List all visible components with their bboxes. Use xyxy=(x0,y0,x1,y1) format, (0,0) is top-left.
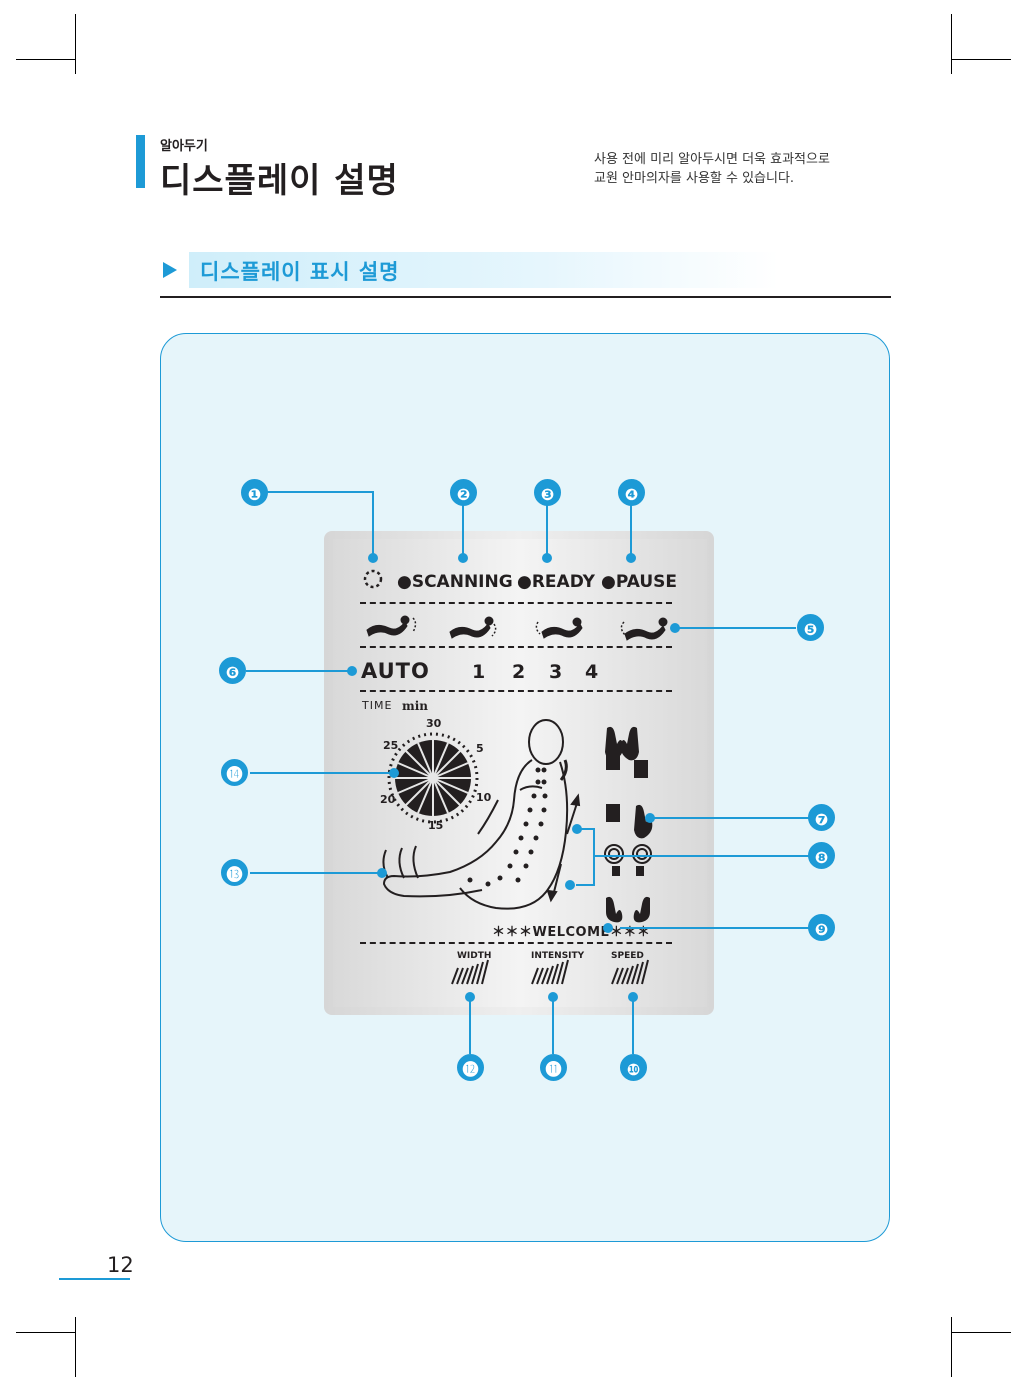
tapping-icon xyxy=(612,866,644,876)
dial-number: 5 xyxy=(476,742,484,755)
tapping-icon xyxy=(606,804,620,822)
roller-icon xyxy=(535,617,583,639)
lcd-separator xyxy=(360,942,672,944)
callout-4: ❹ xyxy=(618,479,645,506)
auto-label: AUTO xyxy=(361,659,430,683)
crop-mark xyxy=(951,14,952,74)
callout-14: ⓮ xyxy=(221,759,248,786)
intro-text: 사용 전에 미리 알아두시면 더욱 효과적으로 교원 안마의자를 사용할 수 있… xyxy=(594,150,894,188)
status-ready: ●READY xyxy=(517,572,595,592)
intro-line: 교원 안마의자를 사용할 수 있습니다. xyxy=(594,171,795,186)
dial-number: 20 xyxy=(380,793,396,806)
page-number: 12 xyxy=(107,1253,134,1277)
dial-number: 25 xyxy=(383,739,399,752)
status-scanning: ●SCANNING xyxy=(397,572,513,592)
speed-label: SPEED xyxy=(611,951,644,961)
callout-dots xyxy=(347,553,680,1002)
section-title: 디스플레이 표시 설명 xyxy=(200,260,400,284)
speed-bar-icon xyxy=(611,959,649,985)
status-pause: ●PAUSE xyxy=(601,572,678,592)
hand-icon xyxy=(606,896,650,923)
lcd-separator xyxy=(360,690,672,692)
hand-squeeze-icon xyxy=(634,804,653,839)
callout-10: ❿ xyxy=(620,1054,647,1081)
section-rule xyxy=(160,296,891,298)
header-accent-bar xyxy=(136,135,145,188)
roller-icon xyxy=(449,616,497,639)
roller-icon xyxy=(620,617,668,641)
dial-number: 30 xyxy=(426,717,442,730)
section-band xyxy=(189,252,779,288)
callout-9: ❾ xyxy=(808,914,835,941)
down-arrow-icon xyxy=(546,863,562,903)
body-pressure-dots-icon xyxy=(467,767,548,887)
time-unit: min xyxy=(402,699,428,713)
callout-1: ❶ xyxy=(241,479,268,506)
intensity-label: INTENSITY xyxy=(531,951,585,961)
crop-mark xyxy=(16,59,76,60)
rolling-ball-icon xyxy=(604,844,652,864)
callout-13: ⓭ xyxy=(221,859,248,886)
crop-mark xyxy=(75,1317,76,1377)
callout-7: ❼ xyxy=(808,804,835,831)
crop-mark xyxy=(951,59,1011,60)
tapping-icon xyxy=(606,752,648,778)
timer-dial-icon xyxy=(387,732,479,824)
lcd-separator xyxy=(360,646,672,648)
mode-number: 2 xyxy=(512,661,526,683)
crop-mark xyxy=(16,1332,76,1333)
crop-mark xyxy=(951,1317,952,1377)
up-arrow-icon xyxy=(566,793,581,835)
time-label: TIME xyxy=(362,699,393,712)
mode-number: 1 xyxy=(472,661,486,683)
callout-6: ❻ xyxy=(219,657,246,684)
callout-12: ⓬ xyxy=(457,1054,484,1081)
callout-3: ❸ xyxy=(534,479,561,506)
dial-number: 15 xyxy=(428,819,444,832)
roller-icon xyxy=(366,615,417,637)
callout-11: ⓫ xyxy=(540,1054,567,1081)
page-subtitle: 알아두기 xyxy=(160,139,208,154)
dial-number: 10 xyxy=(476,791,492,804)
mode-number: 4 xyxy=(585,661,599,683)
mode-number: 3 xyxy=(549,661,563,683)
width-label: WIDTH xyxy=(457,951,492,961)
crop-mark xyxy=(951,1332,1011,1333)
callout-5: ❺ xyxy=(797,614,824,641)
intensity-bar-icon xyxy=(531,959,569,985)
body-figure-icon xyxy=(382,719,569,910)
shoulder-mark-icon xyxy=(559,759,568,781)
page-number-rule xyxy=(59,1278,130,1280)
hand-knead-icon xyxy=(605,726,639,761)
page-title: 디스플레이 설명 xyxy=(160,161,399,201)
callout-leader-lines xyxy=(246,491,810,1054)
callout-8: ❽ xyxy=(808,842,835,869)
width-bar-icon xyxy=(451,959,489,985)
lcd-separator xyxy=(360,602,672,604)
scanning-circle-icon xyxy=(363,569,383,589)
intro-line: 사용 전에 미리 알아두시면 더욱 효과적으로 xyxy=(594,152,830,167)
crop-mark xyxy=(75,14,76,74)
triangle-right-icon xyxy=(163,262,177,278)
callout-2: ❷ xyxy=(450,479,477,506)
